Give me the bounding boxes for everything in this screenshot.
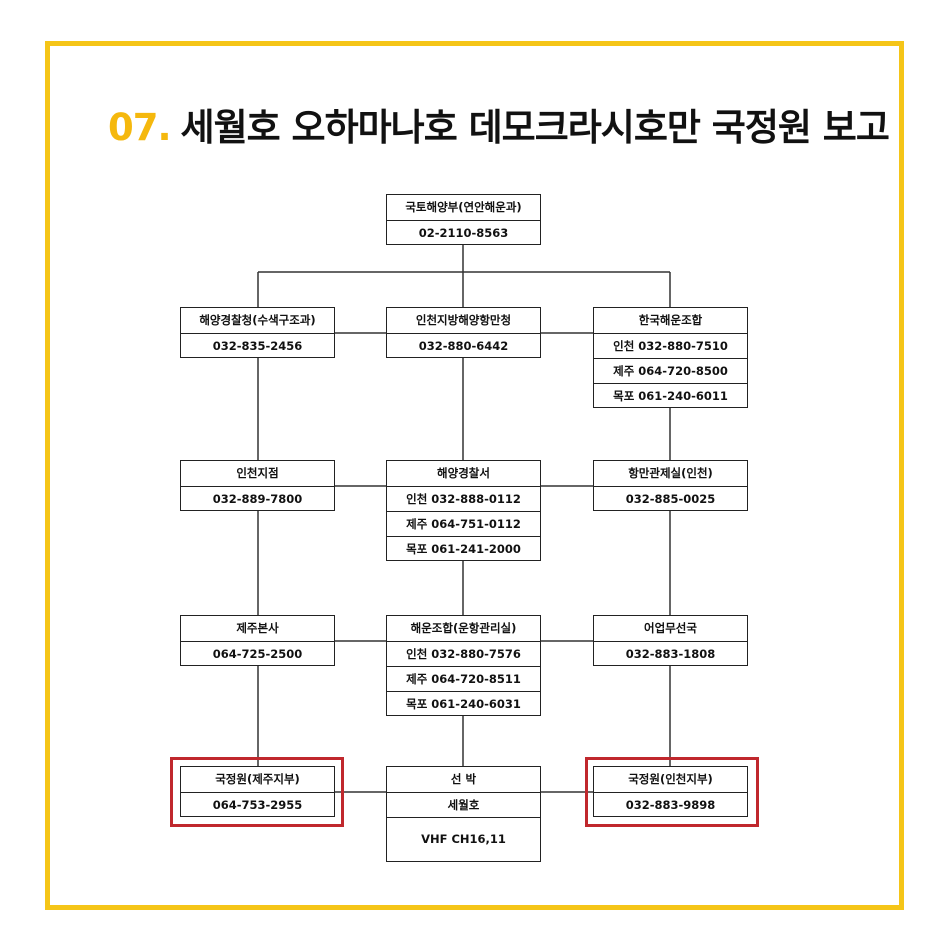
node-phone: 032-880-6442 — [387, 333, 540, 358]
node-phone: 032-883-9898 — [594, 792, 747, 817]
node-title: 제주본사 — [236, 621, 279, 635]
node-coastguard-search: 해양경찰청(수색구조과) 032-835-2456 — [180, 307, 335, 358]
node-title: 한국해운조합 — [638, 313, 703, 327]
node-phone: 064-725-2500 — [181, 641, 334, 666]
node-title: 인천지점 — [236, 466, 279, 480]
node-title: 선 박 — [450, 772, 477, 786]
node-vessel: 선 박 세월호 VHF CH16,11 — [386, 766, 541, 862]
node-phone: 032-883-1808 — [594, 641, 747, 666]
node-phone: 제주 064-720-8500 — [594, 358, 747, 383]
node-phone: 064-753-2955 — [181, 792, 334, 817]
node-shipping-ops: 해운조합(운항관리실) 인천 032-880-7576 제주 064-720-8… — [386, 615, 541, 716]
highlight-nis-jeju — [170, 757, 344, 827]
highlight-nis-incheon — [585, 757, 759, 827]
node-phone: 제주 064-751-0112 — [387, 511, 540, 536]
title-text: 세월호 오하마나호 데모크라시호만 국정원 보고 — [180, 106, 890, 149]
node-title: 인천지방해양항만청 — [415, 313, 512, 327]
node-incheon-branch: 인천지점 032-889-7800 — [180, 460, 335, 511]
node-korea-shipping: 한국해운조합 인천 032-880-7510 제주 064-720-8500 목… — [593, 307, 748, 408]
node-fishery-radio: 어업무선국 032-883-1808 — [593, 615, 748, 666]
node-jeju-hq: 제주본사 064-725-2500 — [180, 615, 335, 666]
node-coastguard-station: 해양경찰서 인천 032-888-0112 제주 064-751-0112 목포… — [386, 460, 541, 561]
node-port-control: 항만관제실(인천) 032-885-0025 — [593, 460, 748, 511]
node-title: 어업무선국 — [644, 621, 697, 635]
node-title: 해양경찰서 — [437, 466, 490, 480]
node-phone: 032-835-2456 — [181, 333, 334, 358]
node-phone: 인천 032-888-0112 — [387, 486, 540, 511]
node-ship-name: 세월호 — [387, 792, 540, 817]
title-number: 07. — [108, 106, 172, 149]
page-title: 07.세월호 오하마나호 데모크라시호만 국정원 보고 — [108, 98, 890, 158]
node-title: 해양경찰청(수색구조과) — [199, 313, 316, 327]
node-title: 항만관제실(인천) — [628, 466, 713, 480]
node-phone: 목포 061-240-6031 — [387, 691, 540, 716]
node-title: 국정원(제주지부) — [215, 772, 300, 786]
node-phone: 02-2110-8563 — [387, 220, 540, 245]
node-title: 해운조합(운항관리실) — [410, 621, 517, 635]
node-phone: 목포 061-240-6011 — [594, 383, 747, 408]
node-moltm: 국토해양부(연안해운과) 02-2110-8563 — [386, 194, 541, 245]
node-title: 국정원(인천지부) — [628, 772, 713, 786]
node-phone: 032-889-7800 — [181, 486, 334, 511]
yellow-frame — [45, 41, 904, 910]
node-nis-incheon: 국정원(인천지부) 032-883-9898 — [593, 766, 748, 817]
node-title: 국토해양부(연안해운과) — [405, 200, 522, 214]
node-phone: 032-885-0025 — [594, 486, 747, 511]
node-phone: 인천 032-880-7510 — [594, 333, 747, 358]
node-phone: 제주 064-720-8511 — [387, 666, 540, 691]
node-nis-jeju: 국정원(제주지부) 064-753-2955 — [180, 766, 335, 817]
node-phone: 인천 032-880-7576 — [387, 641, 540, 666]
node-phone: 목포 061-241-2000 — [387, 536, 540, 561]
node-incheon-port: 인천지방해양항만청 032-880-6442 — [386, 307, 541, 358]
node-radio-channel: VHF CH16,11 — [387, 817, 540, 860]
